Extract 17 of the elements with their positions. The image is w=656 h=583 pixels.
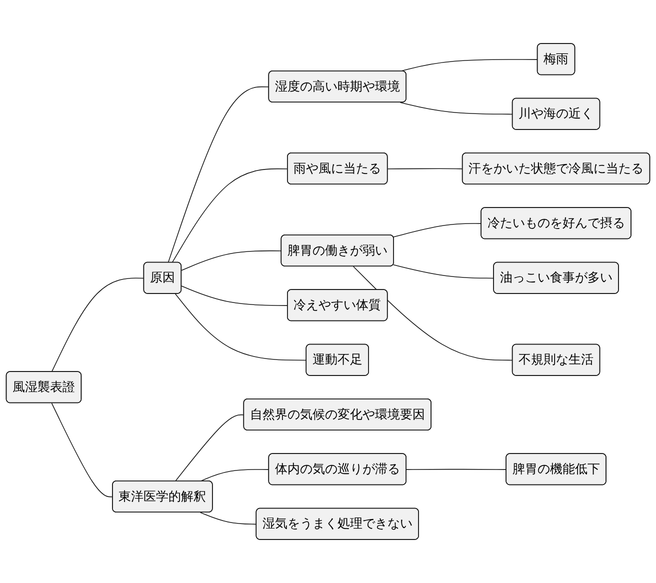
connector [392,223,482,238]
connector [174,293,307,361]
connector [168,86,270,263]
connector [392,264,494,279]
connector [387,168,464,170]
connector [200,512,257,525]
connector [406,468,507,470]
connector [181,286,288,306]
connector [353,266,514,361]
connector [172,168,288,263]
connector [400,102,514,115]
connector [51,402,114,498]
connector [200,469,270,482]
connector [400,59,538,72]
connector [51,278,144,372]
connector [174,414,244,482]
connector [181,250,282,271]
